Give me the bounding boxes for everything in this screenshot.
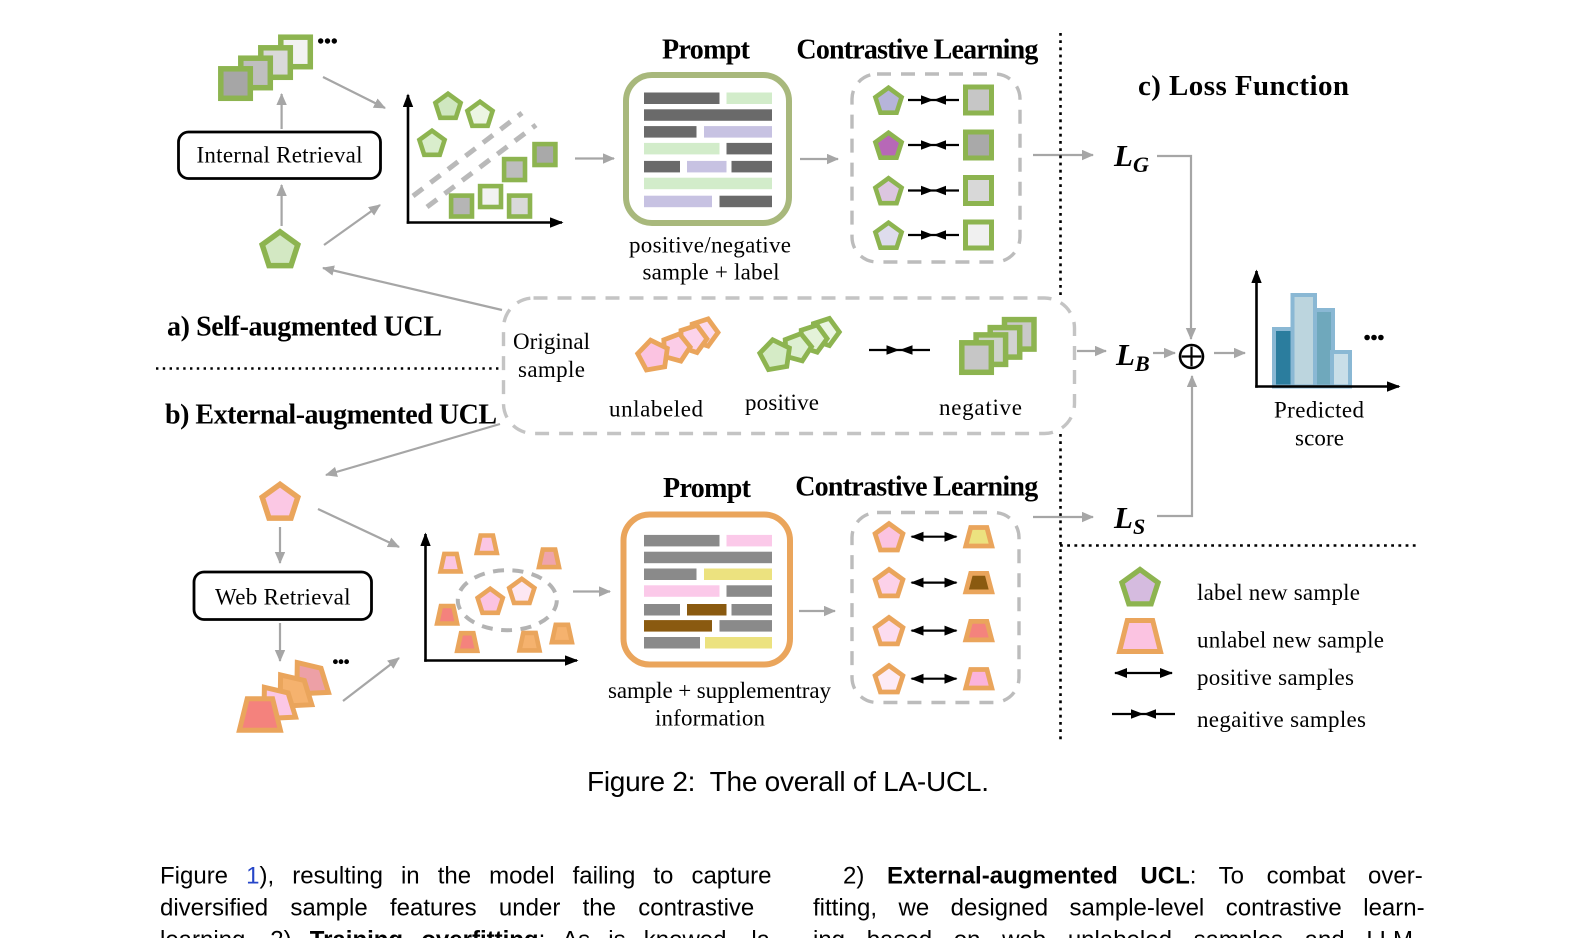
svg-text:Original: Original — [513, 329, 590, 354]
svg-text:Prompt: Prompt — [663, 473, 752, 504]
svg-text:Internal Retrieval: Internal Retrieval — [197, 143, 363, 168]
svg-text:diversified sample features un: diversified sample features under the co… — [160, 895, 754, 922]
svg-text:Contrastive Learning: Contrastive Learning — [796, 35, 1038, 66]
svg-text:information: information — [655, 706, 766, 731]
svg-text:unlabeled: unlabeled — [609, 397, 704, 422]
svg-text:positive samples: positive samples — [1197, 665, 1354, 690]
svg-text:unlabel new sample: unlabel new sample — [1197, 628, 1384, 653]
svg-text:Figure 2: The overall of LA-U: Figure 2: The overall of LA-UCL. — [587, 766, 989, 797]
svg-text:Contrastive Learning: Contrastive Learning — [795, 472, 1038, 503]
svg-text:positive: positive — [745, 390, 819, 415]
svg-text:a) Self-augmented UCL: a) Self-augmented UCL — [167, 312, 442, 343]
svg-text:2) External-augmented UCL: To: 2) External-augmented UCL: To combat ove… — [843, 863, 1423, 890]
svg-text:Figure 1), resulting in the mo: Figure 1), resulting in the model failin… — [160, 863, 772, 890]
svg-text:sample: sample — [518, 357, 585, 382]
svg-text:c) Loss Function: c) Loss Function — [1138, 70, 1349, 102]
svg-text:negaitive samples: negaitive samples — [1197, 707, 1366, 732]
svg-text:b) External-augmented UCL: b) External-augmented UCL — [165, 400, 497, 431]
svg-text:learning. 2) Training overfitt: learning. 2) Training overfitting: As is… — [160, 927, 771, 938]
svg-text:sample + supplementray: sample + supplementray — [608, 678, 832, 703]
svg-text:Web Retrieval: Web Retrieval — [215, 585, 351, 610]
svg-text:sample + label: sample + label — [643, 260, 780, 285]
svg-text:negative: negative — [939, 395, 1022, 420]
svg-text:label new sample: label new sample — [1197, 580, 1360, 605]
svg-text:positive/negative: positive/negative — [629, 233, 791, 258]
svg-text:Predicted: Predicted — [1274, 398, 1365, 423]
svg-text:score: score — [1295, 426, 1344, 451]
svg-text:Prompt: Prompt — [662, 35, 751, 66]
svg-text:fitting, we designed sample-le: fitting, we designed sample-level contra… — [813, 895, 1425, 922]
svg-text:ing based on web unlabeled sam: ing based on web unlabeled samples and L… — [813, 927, 1413, 938]
